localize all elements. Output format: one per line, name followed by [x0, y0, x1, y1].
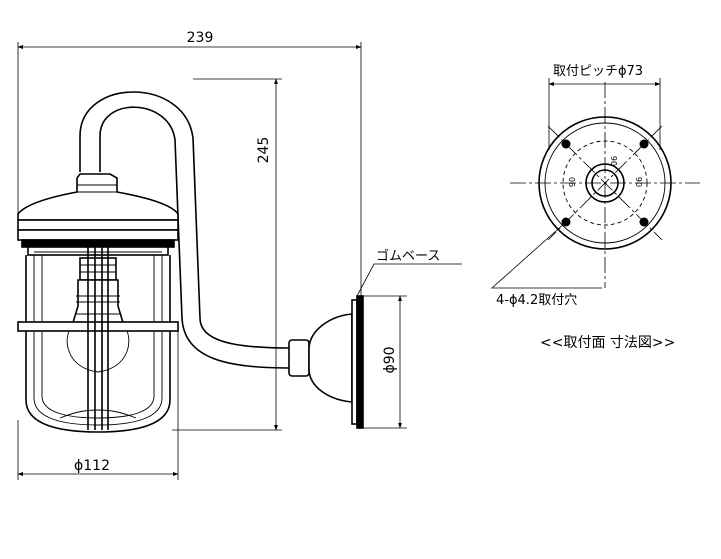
lamp-canopy	[17, 173, 179, 221]
label-base-dia: ϕ90	[382, 346, 398, 373]
label-angle-right: 90	[634, 177, 643, 187]
label-angle-left: 90	[568, 177, 577, 187]
label-mount-view-title: <<取付面 寸法図>>	[540, 335, 675, 351]
label-height-arm: 245	[256, 137, 272, 164]
label-mount-pitch: 取付ピッチϕ73	[553, 64, 643, 79]
label-mount-holes: 4-ϕ4.2取付穴	[496, 293, 577, 308]
gooseneck-arm	[79, 91, 290, 369]
mounting-holes	[561, 139, 649, 227]
lamp-side-view	[17, 91, 364, 433]
light-bulb	[66, 325, 130, 373]
mount-face-view	[490, 78, 700, 289]
label-width-total: 239	[187, 30, 214, 46]
label-rubber-base: ゴムベース	[376, 248, 440, 264]
label-angle-top: 90	[609, 156, 618, 166]
lamp-rim	[17, 219, 179, 256]
label-globe-dia: ϕ112	[74, 458, 110, 474]
bulb-socket	[70, 257, 126, 327]
dimension-labels: 239 245 ϕ112 ϕ90 ゴムベース 取付ピッチϕ73 4-ϕ4.2取付…	[74, 30, 675, 474]
wall-mount-base	[288, 295, 364, 429]
dimensions	[17, 42, 462, 480]
guard-cage	[17, 246, 179, 433]
